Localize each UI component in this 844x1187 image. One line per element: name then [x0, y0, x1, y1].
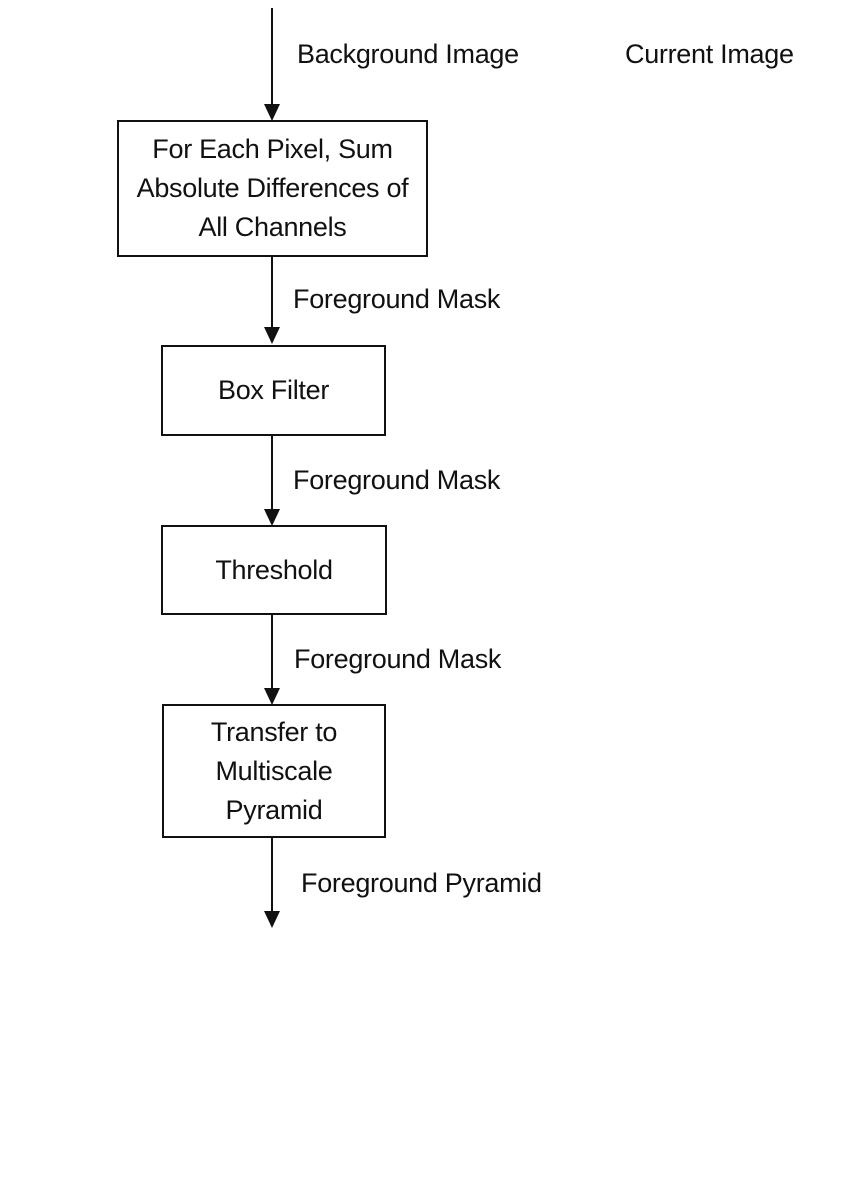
step-1-line-1: For Each Pixel, Sum	[152, 134, 393, 164]
transfer-to-pyramid-box: Transfer to Multiscale Pyramid	[162, 704, 386, 838]
box-filter-box: Box Filter	[161, 345, 386, 436]
edge-3-label: Foreground Mask	[294, 644, 502, 674]
background-image-label: Background Image	[297, 39, 519, 69]
threshold-box: Threshold	[161, 525, 387, 615]
step-4-line-1: Transfer to	[210, 716, 338, 747]
edge-1-arrowhead	[264, 327, 280, 344]
edge-2-label: Foreground Mask	[293, 465, 501, 495]
edge-3-arrowhead	[264, 688, 280, 705]
step-4-line-2: Multiscale	[215, 755, 333, 786]
step-1-line-3: All Channels	[198, 212, 347, 242]
edge-2-line	[271, 436, 273, 516]
edge-4-line	[271, 838, 273, 918]
sum-absolute-differences-box: For Each Pixel, Sum Absolute Differences…	[117, 120, 428, 257]
input-arrowhead	[264, 104, 280, 121]
edge-1-label: Foreground Mask	[293, 284, 501, 314]
edge-4-label: Foreground Pyramid	[301, 868, 542, 898]
current-image-label: Current Image	[625, 39, 794, 69]
edge-4-arrowhead	[264, 911, 280, 928]
edge-2-arrowhead	[264, 509, 280, 526]
step-1-line-2: Absolute Differences of	[136, 173, 409, 203]
edge-3-line	[271, 615, 273, 695]
edge-1-line	[271, 257, 273, 334]
step-4-line-3: Pyramid	[225, 794, 323, 825]
step-3-line-1: Threshold	[215, 554, 333, 585]
step-2-line-1: Box Filter	[217, 375, 330, 405]
input-arrow-line	[271, 8, 273, 111]
